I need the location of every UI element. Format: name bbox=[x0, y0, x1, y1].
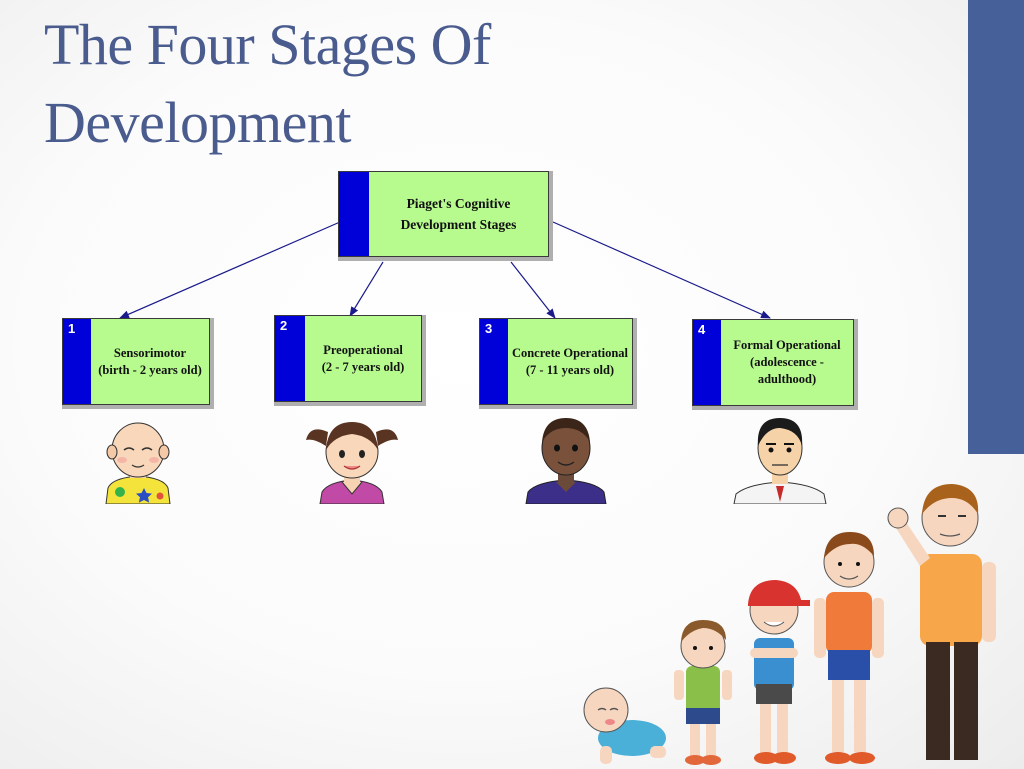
stage-name: Concrete Operational bbox=[511, 345, 629, 360]
toddler-figure bbox=[674, 620, 732, 765]
child-figure bbox=[748, 580, 810, 764]
title-line-2: Development bbox=[44, 90, 351, 155]
stage-number: 2 bbox=[280, 318, 288, 333]
arrow-to-stage-2 bbox=[349, 261, 384, 317]
growth-illustration bbox=[583, 484, 996, 765]
stage-label: Formal Operational (adolescence - adultho… bbox=[721, 320, 853, 405]
stage-name: Sensorimotor bbox=[113, 345, 187, 360]
crawling-baby-figure bbox=[583, 687, 666, 764]
stage-number: 3 bbox=[485, 321, 493, 336]
stage-node-3: 3 Concrete Operational (7 - 11 years old) bbox=[479, 318, 637, 409]
side-accent-bar bbox=[968, 0, 1024, 454]
stage-name: Preoperational bbox=[323, 342, 403, 357]
arrow-to-stage-4 bbox=[552, 221, 771, 319]
girl-face-icon bbox=[306, 422, 398, 504]
man-face-icon bbox=[733, 418, 827, 504]
stage-node-2: 2 Preoperational (2 - 7 years old) bbox=[274, 315, 426, 406]
stage-node-4: 4 Formal Operational (adolescence - adult… bbox=[692, 319, 858, 410]
stage-ages: (2 - 7 years old) bbox=[321, 359, 405, 374]
root-node-label: Piaget's Cognitive Development Stages bbox=[400, 196, 517, 232]
arrow-to-stage-3 bbox=[510, 261, 556, 319]
stage-ages: (7 - 11 years old) bbox=[525, 362, 615, 377]
arrow-to-stage-1 bbox=[119, 221, 341, 319]
stage-label: Preoperational (2 - 7 years old) bbox=[305, 316, 421, 401]
slide-title: The Four Stages Of Development bbox=[44, 6, 491, 162]
stage-name: Formal Operational bbox=[733, 338, 841, 352]
title-line-1: The Four Stages Of bbox=[44, 12, 491, 77]
stage-ages: (birth - 2 years old) bbox=[98, 362, 202, 377]
root-node: Piaget's Cognitive Development Stages bbox=[338, 171, 553, 261]
stage-ages: (adolescence - adulthood) bbox=[750, 355, 824, 386]
stage-node-1: 1 Sensorimotor (birth - 2 years old) bbox=[62, 318, 214, 409]
stage-label: Sensorimotor (birth - 2 years old) bbox=[91, 319, 209, 404]
preteen-figure bbox=[814, 532, 884, 764]
stage-number: 1 bbox=[68, 321, 76, 336]
boy-face-icon bbox=[525, 418, 607, 504]
stage-label: Concrete Operational (7 - 11 years old) bbox=[508, 319, 632, 404]
stage-number: 4 bbox=[698, 322, 706, 337]
adolescent-figure bbox=[887, 484, 996, 760]
baby-face-icon bbox=[105, 422, 171, 504]
